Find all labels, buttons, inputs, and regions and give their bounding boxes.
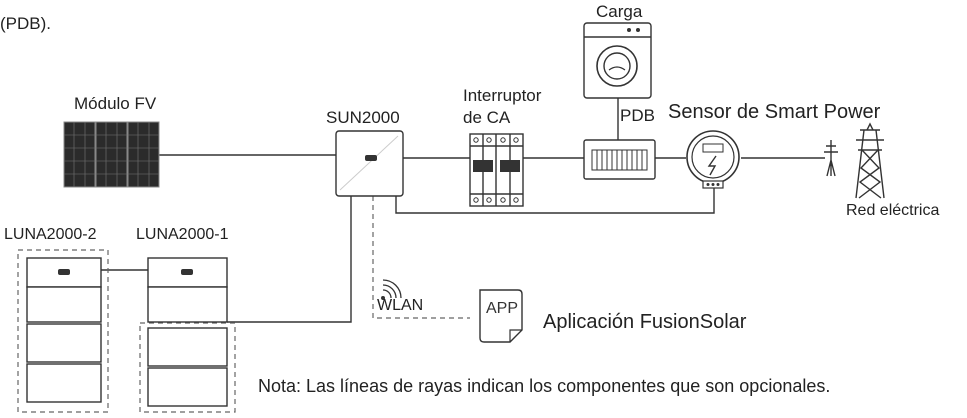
line-inverter-to-app-dashed	[372, 196, 470, 319]
label-sun2000: SUN2000	[326, 108, 400, 127]
label-luna2000-2: LUNA2000-2	[4, 226, 97, 243]
label-pdb: PDB	[620, 106, 655, 125]
ac-breaker	[469, 133, 524, 207]
intro-text-fragment: (PDB).	[0, 14, 51, 33]
note-dashed-lines: Nota: Las líneas de rayas indican los co…	[258, 376, 831, 396]
label-sensor: Sensor de Smart Power	[668, 101, 881, 123]
label-wlan: WLAN	[377, 297, 424, 314]
label-interruptor-line2: de CA	[463, 108, 511, 127]
smart-power-sensor	[686, 130, 740, 189]
line-inverter-to-battery	[227, 196, 352, 323]
label-aplicacion-fusionsolar: Aplicación FusionSolar	[543, 311, 747, 333]
label-luna2000-1: LUNA2000-1	[136, 226, 229, 243]
transmission-tower-icon	[824, 122, 885, 199]
battery-luna2000-1	[139, 257, 236, 413]
connection-lines	[101, 98, 825, 323]
load-washing-machine	[583, 22, 652, 99]
battery-luna2000-2	[17, 249, 109, 413]
label-interruptor-line1: Interruptor	[463, 86, 542, 105]
label-carga: Carga	[596, 2, 643, 21]
inverter	[335, 130, 404, 197]
label-app-icon: APP	[486, 300, 519, 317]
app-document-icon	[479, 289, 523, 343]
pv-module	[63, 121, 160, 188]
line-inverter-to-sensor	[395, 188, 715, 214]
label-red-electrica: Red eléctrica	[846, 202, 940, 219]
label-modulo-fv: Módulo FV	[74, 94, 157, 113]
wifi-icon	[381, 279, 402, 300]
pdb-panel	[583, 139, 656, 180]
